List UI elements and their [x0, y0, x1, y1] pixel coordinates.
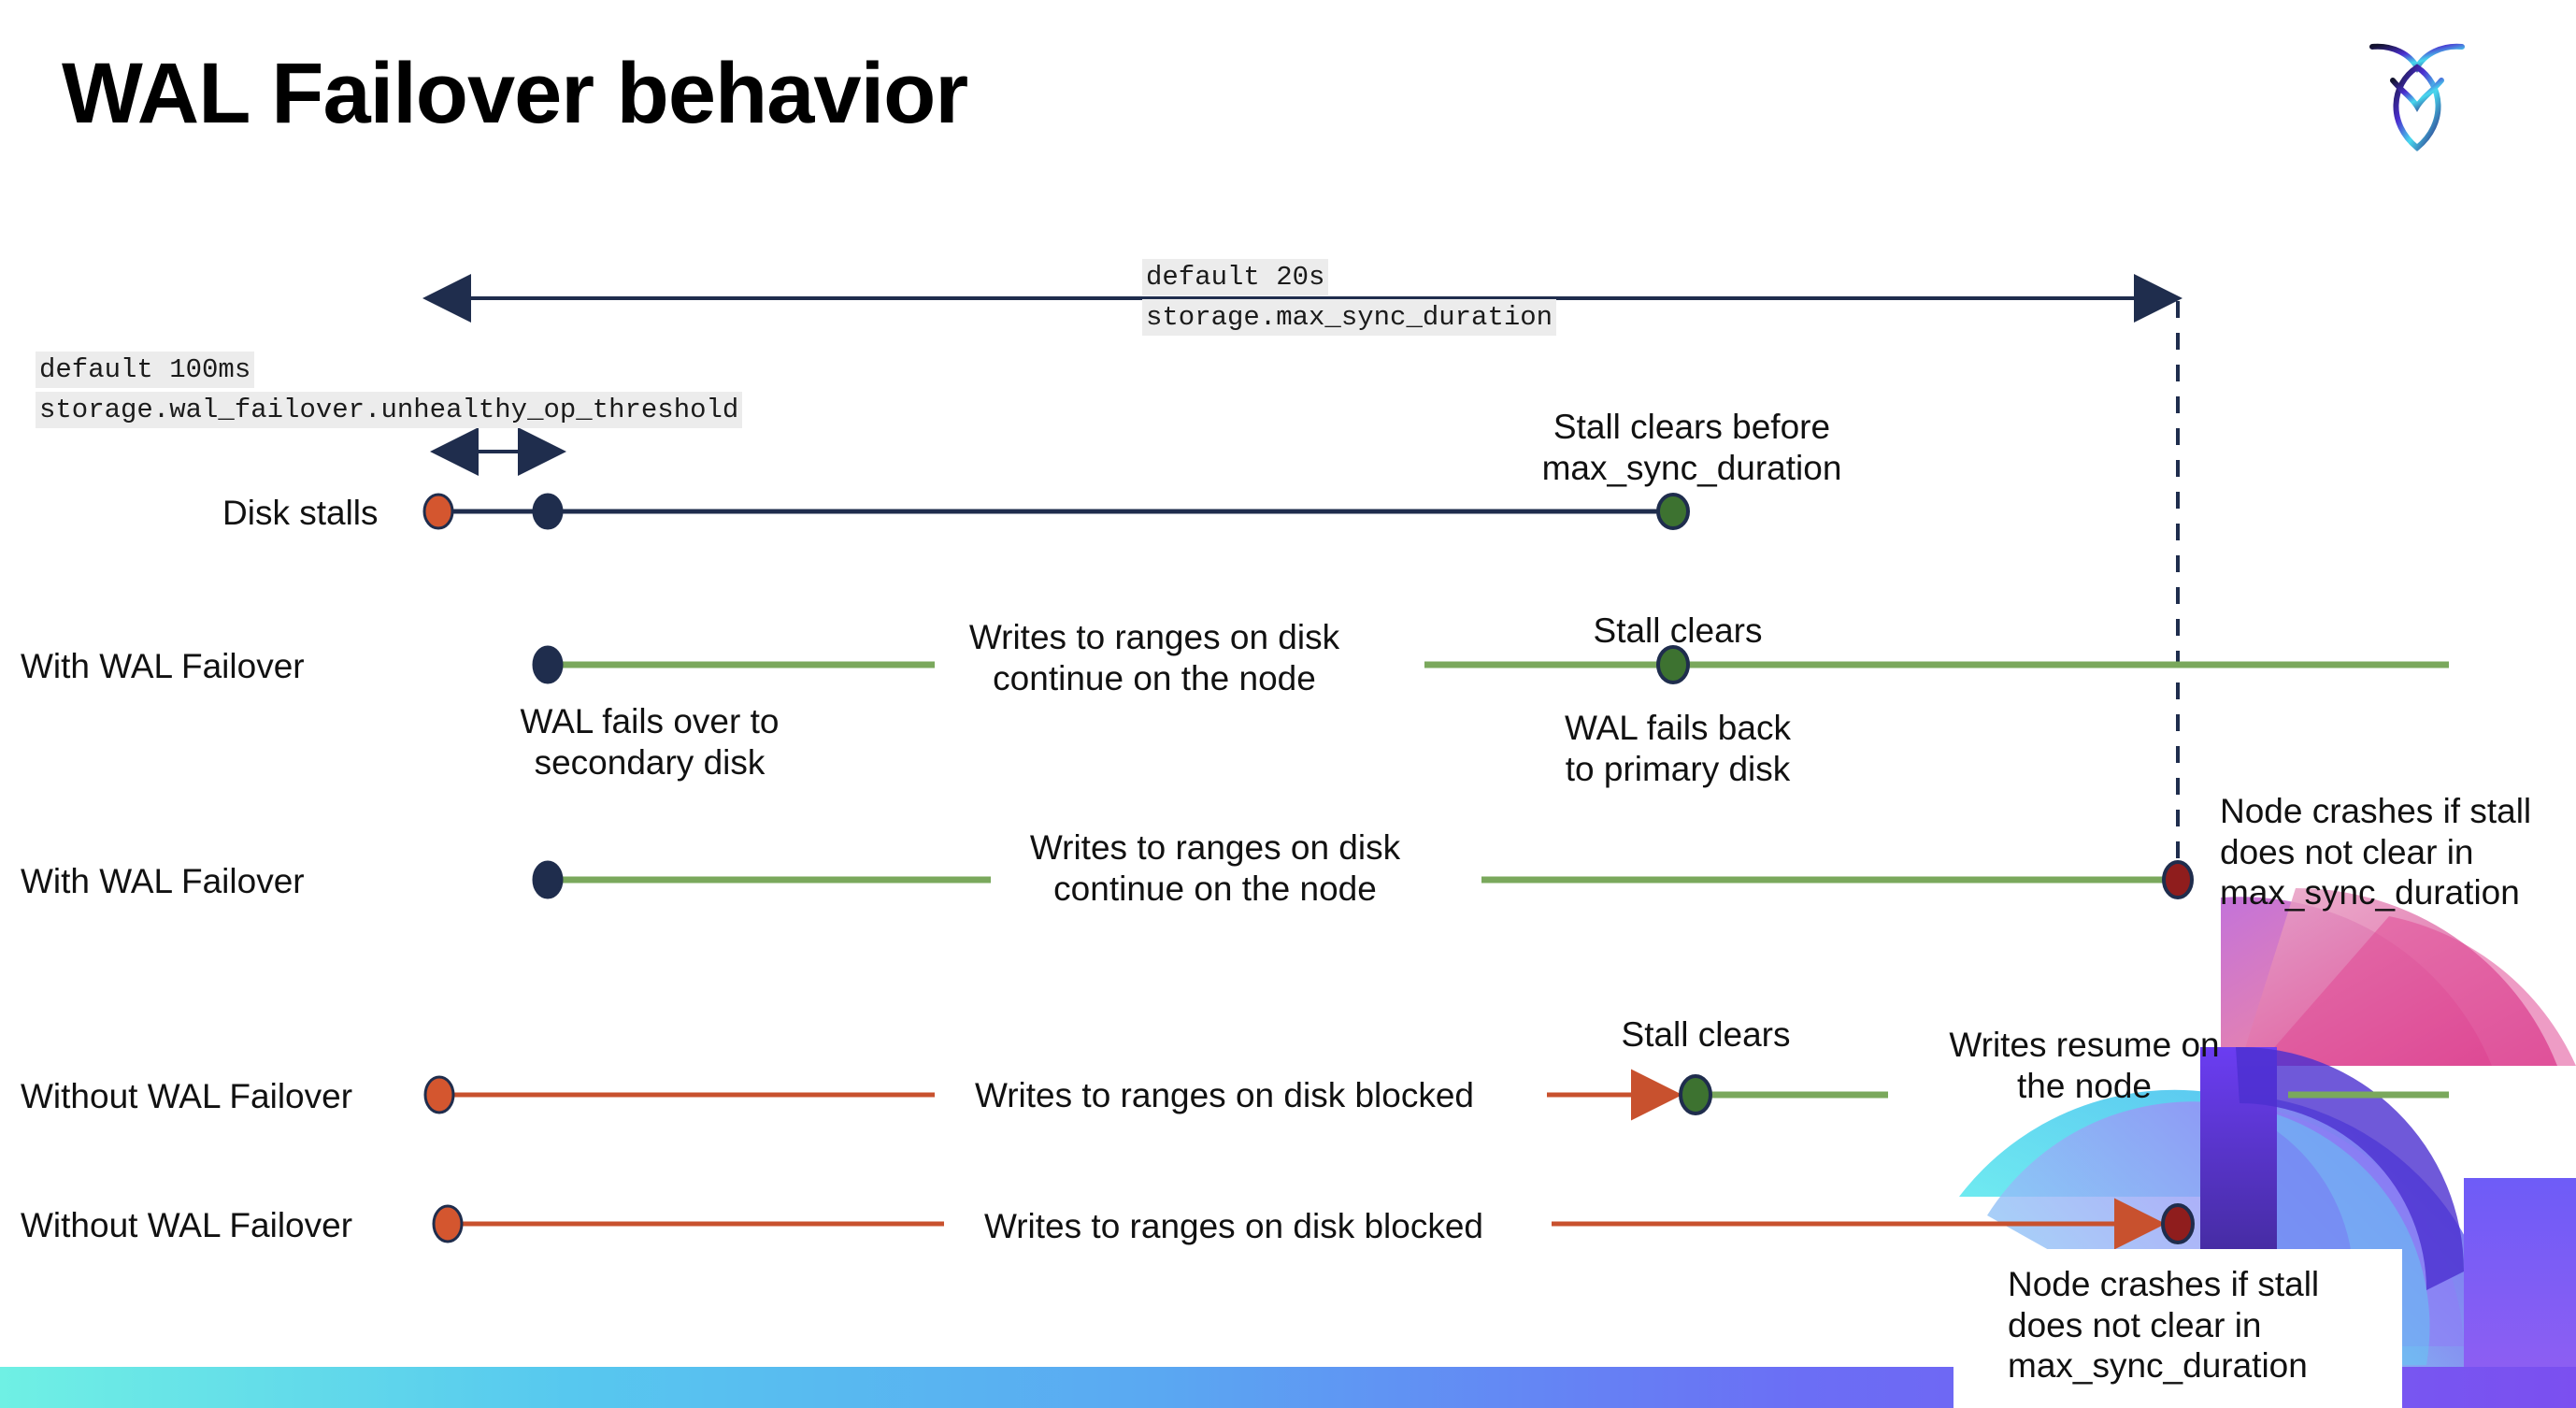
unhealthy-op-threshold-setting-label: storage.wal_failover.unhealthy_op_thresh…: [36, 392, 743, 429]
row-label-disk-stalls: Disk stalls: [222, 494, 379, 532]
max-sync-duration-setting-label: storage.max_sync_duration: [1142, 299, 1557, 337]
note-stall-clears-2: Stall clears: [1621, 1015, 1791, 1054]
caption-mask-box: [1953, 1249, 2402, 1408]
row-without-wal-failover-1-track: [423, 1069, 2449, 1121]
note-writes-blocked-2: Writes to ranges on disk blocked: [983, 1207, 1484, 1245]
row-disk-stalls-track: [422, 493, 1690, 530]
note-writes-blocked-1: Writes to ranges on disk blocked: [974, 1076, 1475, 1114]
row-with-wal-failover-1-track: [532, 645, 2449, 684]
cockroachdb-logo-icon: [2369, 43, 2465, 151]
row-label-with-wal-failover-1: With WAL Failover: [21, 647, 305, 685]
note-stall-clears-1: Stall clears: [1593, 611, 1763, 650]
row-without-wal-failover-2-track: [432, 1198, 2195, 1250]
row-label-without-wal-failover-2: Without WAL Failover: [21, 1206, 353, 1244]
page-title: WAL Failover behavior: [62, 46, 968, 141]
row-label-without-wal-failover-1: Without WAL Failover: [21, 1077, 353, 1115]
decor-right-column: [2464, 1178, 2576, 1384]
unhealthy-op-threshold-default-label: default 100ms: [36, 352, 255, 389]
row-label-with-wal-failover-2: With WAL Failover: [21, 862, 305, 900]
max-sync-duration-default-label: default 20s: [1142, 259, 1329, 296]
row-with-wal-failover-2-track: [532, 860, 2194, 899]
